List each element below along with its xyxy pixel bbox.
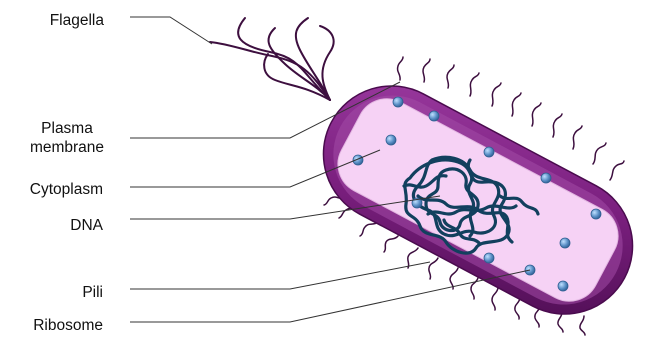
label-ribosome: Ribosome — [33, 316, 103, 335]
leader-line-flagella — [130, 17, 212, 44]
ribosome — [484, 147, 494, 157]
label-cytoplasm: Cytoplasm — [30, 180, 103, 199]
pilus — [492, 288, 498, 310]
pilus — [593, 143, 606, 164]
pilus — [398, 57, 403, 80]
label-plasma-membrane: Plasma membrane — [22, 119, 112, 157]
ribosome — [558, 281, 568, 291]
pilus — [553, 114, 562, 137]
pilus — [360, 222, 378, 236]
leader-line-pili — [130, 262, 430, 289]
ribosome — [429, 111, 439, 121]
pilus — [384, 236, 398, 252]
pilus — [610, 161, 624, 180]
pilus — [515, 298, 520, 319]
flagella — [210, 18, 334, 100]
label-plasma-membrane-line1: Plasma — [22, 119, 112, 138]
pilus — [423, 59, 430, 82]
pilus — [492, 83, 501, 106]
pilus — [429, 258, 438, 279]
pilus — [558, 312, 563, 332]
ribosome — [484, 253, 494, 263]
ribosome — [541, 173, 551, 183]
ribosome — [393, 97, 403, 107]
label-flagella: Flagella — [50, 11, 104, 30]
ribosome — [386, 135, 396, 145]
flagellum — [264, 54, 330, 100]
pilus — [573, 126, 582, 149]
leader-line-ribosome — [130, 270, 530, 322]
pilus — [447, 65, 454, 88]
pilus — [512, 93, 521, 116]
label-pili: Pili — [82, 283, 103, 302]
pilus — [532, 103, 541, 126]
pilus — [470, 73, 479, 96]
ribosome — [560, 238, 570, 248]
label-dna: DNA — [70, 216, 103, 235]
ribosome — [591, 209, 601, 219]
label-plasma-membrane-line2: membrane — [22, 138, 112, 157]
pilus — [580, 316, 585, 335]
